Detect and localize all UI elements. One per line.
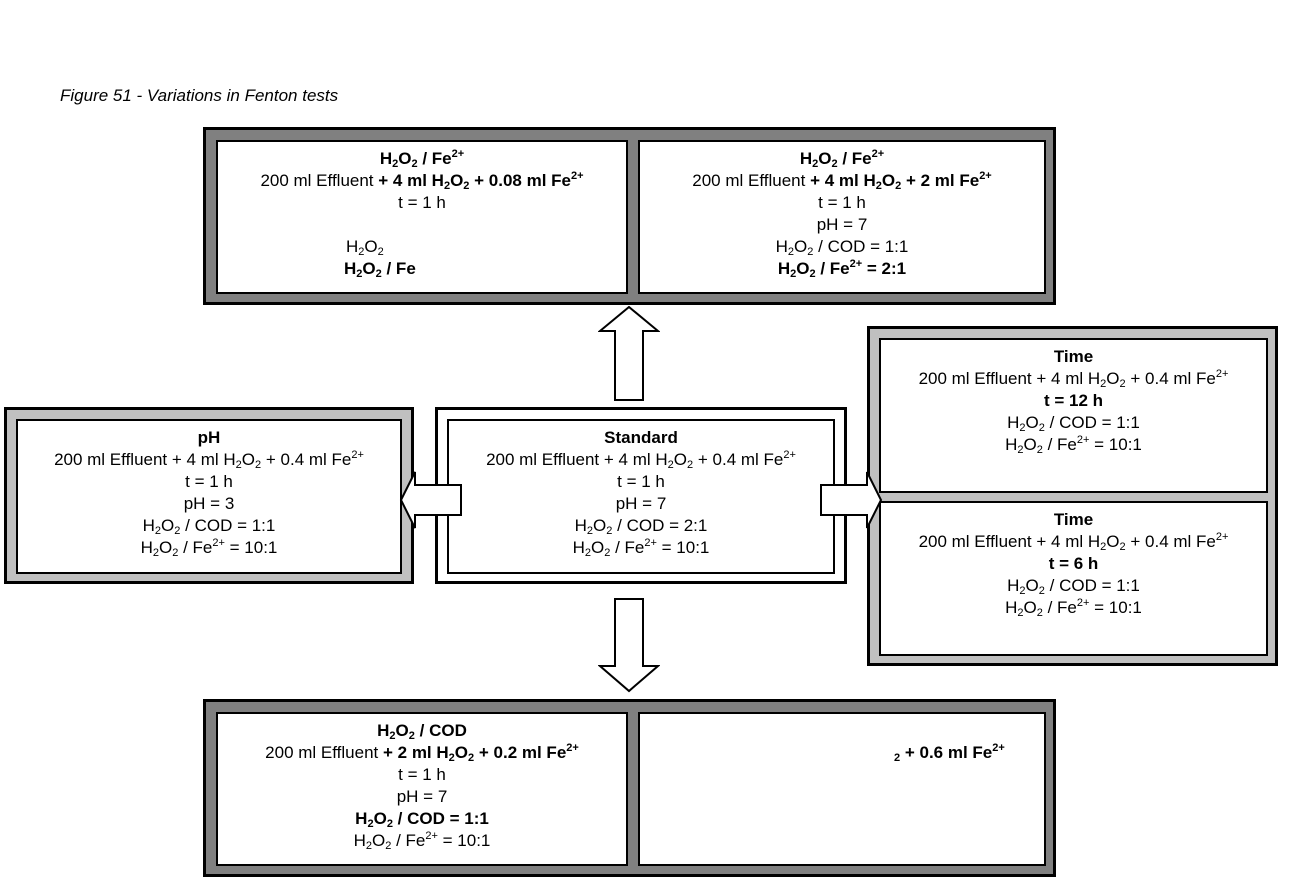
time-line: t = 1 h xyxy=(398,193,446,212)
figure-caption: Figure 51 - Variations in Fenton tests xyxy=(60,86,339,105)
panel-top-right: H2O2 / Fe2+ 200 ml Effluent + 4 ml H2O2 … xyxy=(638,140,1046,294)
fe-ratio-line: H2O2 / Fe2+ = 10:1 xyxy=(572,537,710,559)
ratio-bold-line: H2O2 / Fe xyxy=(344,259,416,280)
panel-top-left: H2O2 / Fe2+ 200 ml Effluent + 4 ml H2O2 … xyxy=(216,140,628,294)
panel-title: H2O2 / Fe2+ xyxy=(799,148,885,170)
panel-title: Time xyxy=(1053,347,1094,366)
panel-standard: Standard 200 ml Effluent + 4 ml H2O2 + 0… xyxy=(447,419,835,574)
time-line: t = 1 h xyxy=(185,472,233,491)
top-group-frame: H2O2 / Fe2+ 200 ml Effluent + 4 ml H2O2 … xyxy=(203,127,1056,305)
fe-ratio-line: H2O2 / Fe2+ = 2:1 xyxy=(777,258,907,280)
ph-line: pH = 7 xyxy=(615,494,667,513)
bottom-group-frame: H2O2 / COD 200 ml Effluent + 2 ml H2O2 +… xyxy=(203,699,1056,877)
dose-line: 200 ml Effluent + 4 ml H2O2 + 0.08 ml Fe… xyxy=(260,170,584,192)
arrow-up-icon xyxy=(598,306,660,401)
time-group-frame: Time 200 ml Effluent + 4 ml H2O2 + 0.4 m… xyxy=(867,326,1278,666)
arrow-down-icon xyxy=(598,598,660,693)
panel-ph-test: pH 200 ml Effluent + 4 ml H2O2 + 0.4 ml … xyxy=(16,419,402,574)
cod-ratio-line: H2O2 / COD = 1:1 xyxy=(775,237,909,258)
blank-line xyxy=(640,720,1044,742)
time-line: t = 12 h xyxy=(1043,391,1104,410)
panel-title: pH xyxy=(197,428,221,447)
panel-time-12h: Time 200 ml Effluent + 4 ml H2O2 + 0.4 m… xyxy=(879,338,1268,493)
time-line: t = 6 h xyxy=(1048,554,1099,573)
cod-ratio-line: H2O2 / COD = 1:1 xyxy=(142,516,276,537)
dose-line: 200 ml Effluent + 2 ml H2O2 + 0.2 ml Fe2… xyxy=(265,742,579,764)
time-line: t = 1 h xyxy=(818,193,866,212)
dose-line: 200 ml Effluent + 4 ml H2O2 + 2 ml Fe2+ xyxy=(692,170,992,192)
panel-bottom-right: 2 + 0.6 ml Fe2+ xyxy=(638,712,1046,866)
cod-ratio-line: H2O2 / COD = 1:1 xyxy=(355,809,489,830)
cod-ratio-line: H2O2 / COD = 1:1 xyxy=(1007,413,1140,434)
panel-time-6h: Time 200 ml Effluent + 4 ml H2O2 + 0.4 m… xyxy=(879,501,1268,656)
dose-fragment-line: 2 + 0.6 ml Fe2+ xyxy=(894,742,1005,764)
panel-bottom-left: H2O2 / COD 200 ml Effluent + 2 ml H2O2 +… xyxy=(216,712,628,866)
time-line: t = 1 h xyxy=(398,765,446,784)
ratio-partial-line: H2O2 xyxy=(346,237,384,258)
panel-title: H2O2 / Fe2+ xyxy=(379,148,465,170)
ph-line: pH = 7 xyxy=(816,215,868,234)
blank-line xyxy=(218,214,626,236)
dose-line: 200 ml Effluent + 4 ml H2O2 + 0.4 ml Fe2… xyxy=(54,449,364,471)
ph-group-frame: pH 200 ml Effluent + 4 ml H2O2 + 0.4 ml … xyxy=(4,407,414,584)
time-line: t = 1 h xyxy=(617,472,665,491)
fe-ratio-line: H2O2 / Fe2+ = 10:1 xyxy=(1005,597,1142,619)
dose-line: 200 ml Effluent + 4 ml H2O2 + 0.4 ml Fe2… xyxy=(918,368,1229,390)
dose-line: 200 ml Effluent + 4 ml H2O2 + 0.4 ml Fe2… xyxy=(918,531,1229,553)
standard-group-frame: Standard 200 ml Effluent + 4 ml H2O2 + 0… xyxy=(435,407,847,584)
fe-ratio-line: H2O2 / Fe2+ = 10:1 xyxy=(353,830,491,852)
ph-line: pH = 7 xyxy=(396,787,448,806)
panel-title: Time xyxy=(1053,510,1094,529)
ph-line: pH = 3 xyxy=(183,494,235,513)
panel-title: H2O2 / COD xyxy=(377,721,467,742)
cod-ratio-line: H2O2 / COD = 2:1 xyxy=(574,516,708,537)
arrow-left-icon xyxy=(399,471,462,529)
arrow-right-icon xyxy=(820,471,883,529)
cod-ratio-line: H2O2 / COD = 1:1 xyxy=(1007,576,1140,597)
fe-ratio-line: H2O2 / Fe2+ = 10:1 xyxy=(1005,434,1142,456)
dose-line: 200 ml Effluent + 4 ml H2O2 + 0.4 ml Fe2… xyxy=(486,449,796,471)
fe-ratio-line: H2O2 / Fe2+ = 10:1 xyxy=(140,537,278,559)
panel-title: Standard xyxy=(604,428,678,447)
